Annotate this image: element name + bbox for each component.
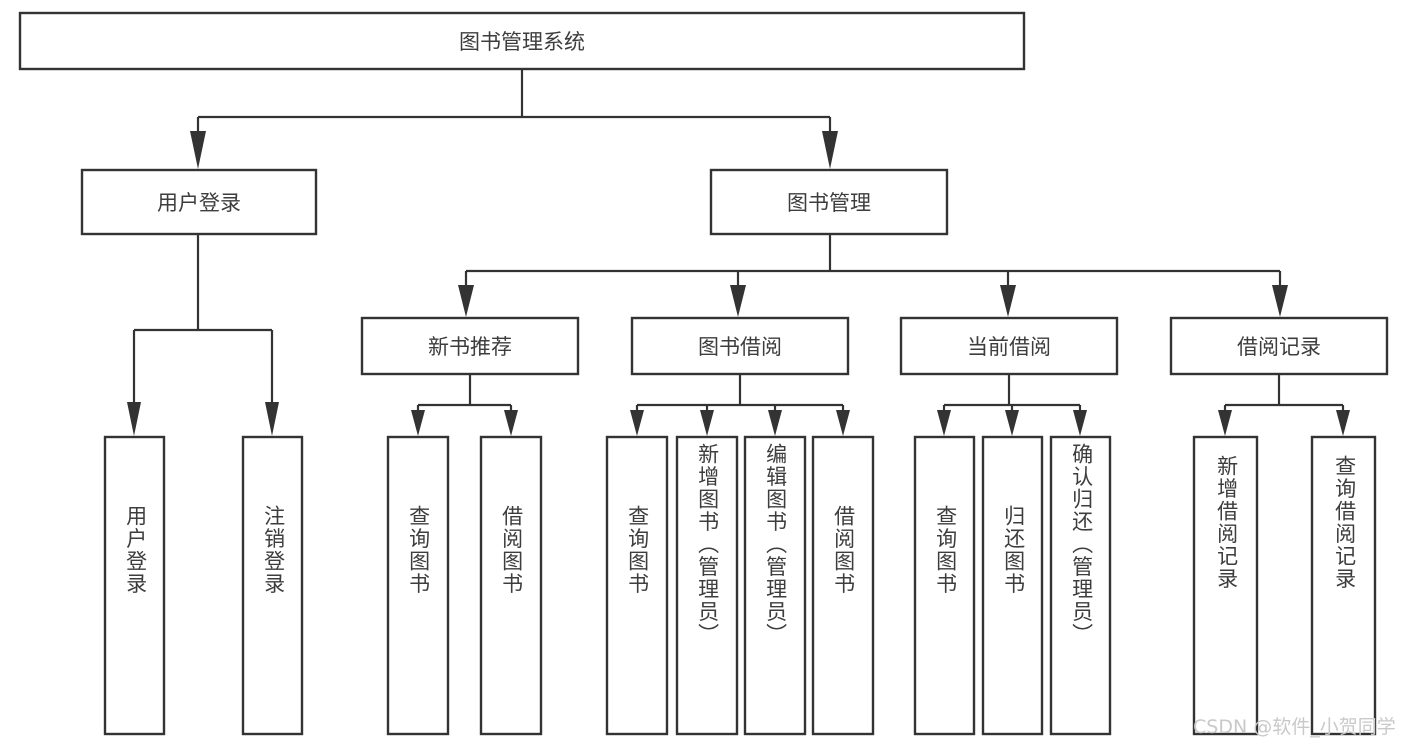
node-leaf-query-book-2-box[interactable]	[605, 435, 669, 736]
node-leaf-query-book-1-box[interactable]	[386, 435, 450, 736]
node-leaf-borrow-book-1-box[interactable]	[479, 435, 543, 736]
connector-group-root	[190, 69, 838, 169]
node-book-manage-label: 图书管理	[787, 191, 871, 215]
arrow-head-new-book-recommend	[458, 285, 474, 317]
node-leaf-edit-book-admin-box[interactable]	[743, 435, 807, 736]
arrow-head-leaf-add-borrow-record	[1218, 410, 1232, 436]
node-current-borrow-box[interactable]	[899, 316, 1119, 376]
node-user-login[interactable]: 用户登录	[80, 168, 318, 236]
node-title-label: 图书管理系统	[459, 30, 585, 54]
connector-group-book-borrow	[630, 374, 850, 436]
node-leaf-logout-box[interactable]	[241, 435, 304, 736]
node-title-box[interactable]	[18, 11, 1026, 71]
connector-group-user-login	[127, 234, 279, 436]
connector-group-current-borrow	[937, 374, 1087, 436]
arrow-head-leaf-return-book	[1005, 410, 1019, 436]
arrow-head-leaf-query-book-2	[630, 410, 644, 436]
connector-group-borrow-record	[1218, 374, 1350, 436]
node-user-login-label: 用户登录	[157, 191, 241, 215]
node-current-borrow-label: 当前借阅	[967, 335, 1051, 359]
node-leaf-user-login-box[interactable]	[103, 435, 166, 736]
arrow-head-user-login	[190, 131, 206, 169]
arrow-head-leaf-query-book-3	[937, 410, 951, 436]
node-leaf-confirm-return-admin-box[interactable]	[1049, 435, 1112, 736]
node-borrow-record-box[interactable]	[1169, 316, 1389, 376]
arrow-head-leaf-query-borrow-record	[1336, 410, 1350, 436]
node-title[interactable]: 图书管理系统	[18, 11, 1026, 71]
arrow-head-leaf-borrow-book-2	[836, 410, 850, 436]
node-new-book-recommend-label: 新书推荐	[428, 335, 512, 359]
node-book-borrow-box[interactable]	[630, 316, 850, 376]
arrow-head-book-manage	[822, 131, 838, 169]
node-user-login-box[interactable]	[80, 168, 318, 236]
connector-group-book-manage	[458, 234, 1288, 317]
node-current-borrow[interactable]: 当前借阅	[899, 316, 1119, 376]
connector-group-new-book-recommend	[411, 374, 518, 436]
node-leaf-query-book-3-box[interactable]	[913, 435, 976, 736]
node-borrow-record[interactable]: 借阅记录	[1169, 316, 1389, 376]
node-book-borrow[interactable]: 图书借阅	[630, 316, 850, 376]
arrow-head-borrow-record	[1272, 285, 1288, 317]
node-new-book-recommend[interactable]: 新书推荐	[360, 316, 580, 376]
arrow-head-book-borrow	[730, 285, 746, 317]
node-leaf-return-book-box[interactable]	[981, 435, 1044, 736]
node-borrow-record-label: 借阅记录	[1237, 335, 1321, 359]
arrow-head-leaf-user-login	[127, 402, 141, 436]
arrow-head-leaf-edit-book-admin	[768, 410, 782, 436]
arrow-head-leaf-borrow-book-1	[504, 410, 518, 436]
node-book-manage-box[interactable]	[709, 168, 949, 236]
node-book-borrow-label: 图书借阅	[698, 335, 782, 359]
node-book-manage[interactable]: 图书管理	[709, 168, 949, 236]
csdn-watermark: CSDN @软件_小贺同学	[1193, 716, 1396, 738]
arrow-head-leaf-add-book-admin	[700, 410, 714, 436]
arrow-head-leaf-confirm-return-admin	[1073, 410, 1087, 436]
node-leaf-borrow-book-2-box[interactable]	[811, 435, 875, 736]
arrow-head-leaf-query-book-1	[411, 410, 425, 436]
node-leaf-query-borrow-record-box[interactable]	[1310, 435, 1377, 736]
node-leaf-add-book-admin-box[interactable]	[675, 435, 739, 736]
node-leaf-add-borrow-record-box[interactable]	[1192, 435, 1259, 736]
arrow-head-leaf-logout	[265, 402, 279, 436]
arrow-head-current-borrow	[1000, 285, 1016, 317]
node-new-book-recommend-box[interactable]	[360, 316, 580, 376]
